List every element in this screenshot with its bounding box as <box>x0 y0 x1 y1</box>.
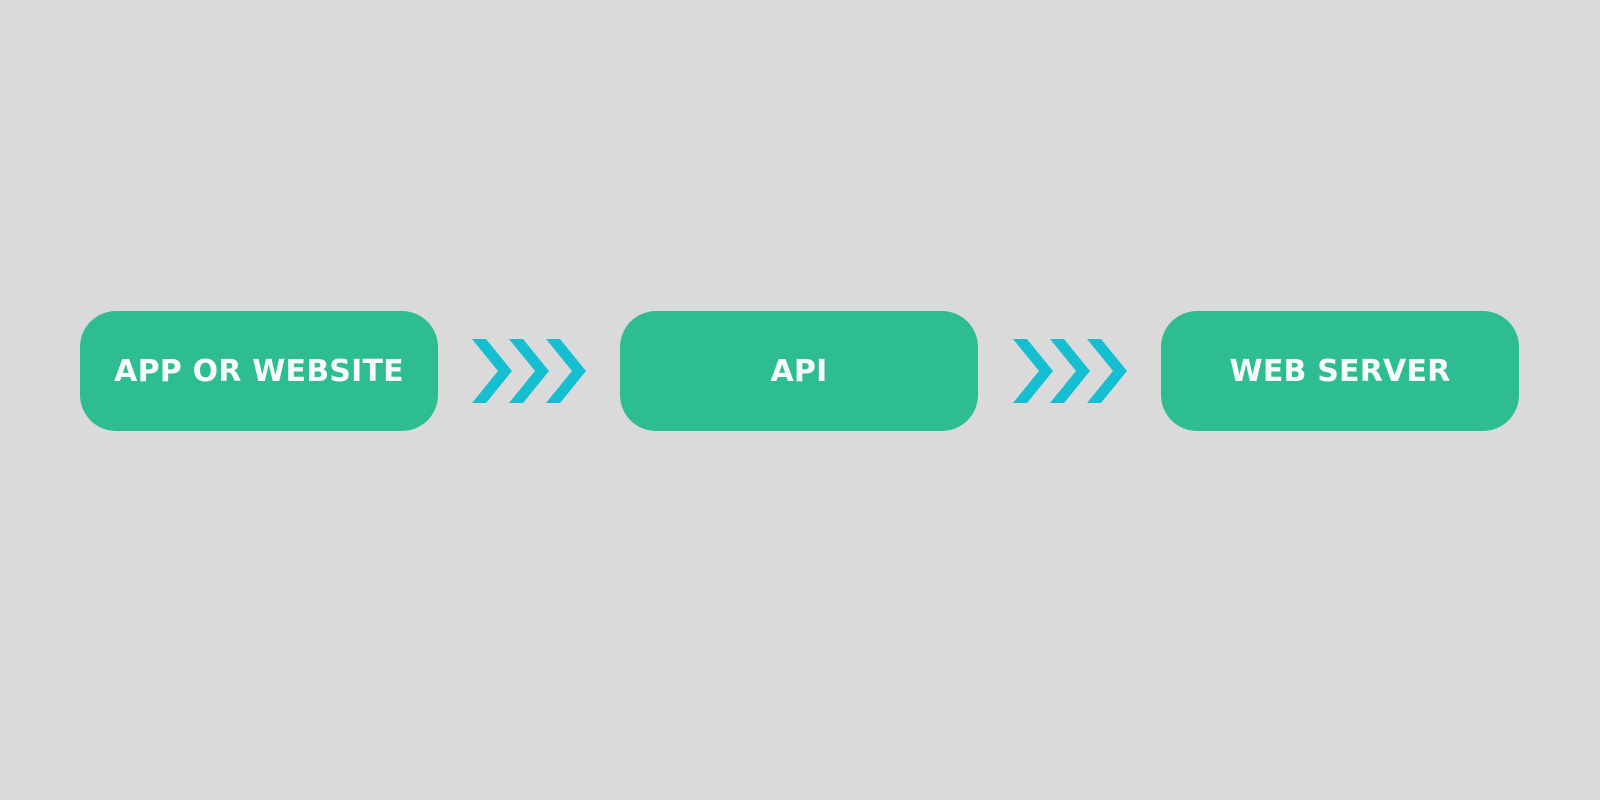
node-app-or-website: APP OR WEBSITE <box>80 311 438 431</box>
triple-chevron-right-icon <box>472 339 586 403</box>
triple-chevron-right-icon <box>1013 339 1127 403</box>
node-web-server: WEB SERVER <box>1161 311 1519 431</box>
node-label: WEB SERVER <box>1229 353 1451 389</box>
node-label: APP OR WEBSITE <box>114 353 404 389</box>
node-api: API <box>620 311 978 431</box>
node-label: API <box>770 353 828 389</box>
